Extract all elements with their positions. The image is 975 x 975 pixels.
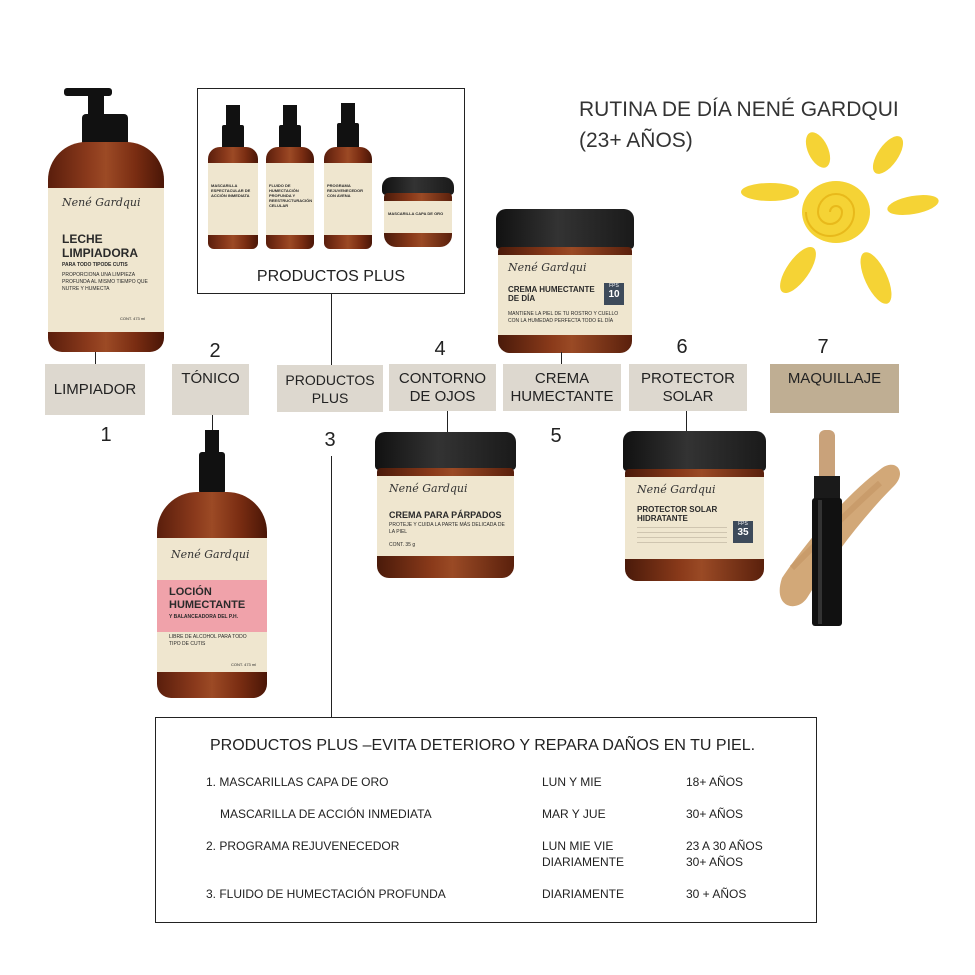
info-row-days: LUN Y MIE: [542, 775, 602, 789]
info-heading: PRODUCTOS PLUS –EVITA DETERIORO Y REPARA…: [210, 737, 756, 754]
parpados-cont: CONT. 35 g: [389, 542, 416, 548]
step-label-crema-humectante: CREMA HUMECTANTE: [503, 364, 621, 411]
sun-core: [802, 181, 870, 243]
solar-name-1: PROTECTOR SOLAR: [637, 505, 718, 514]
sun-ray: [887, 195, 939, 215]
plus-item-label: MASCARILLA CAPA DE ORO: [388, 211, 444, 216]
mascarilla-bottle: MASCARILLA ESPECTACULAR DE ACCIÓN INMEDI…: [208, 105, 258, 249]
connector-line: [331, 293, 332, 365]
parpados-name: CREMA PARA PÁRPADOS: [389, 510, 502, 520]
sun-ray: [805, 132, 831, 168]
info-row-name: 3. FLUIDO DE HUMECTACIÓN PROFUNDA: [206, 887, 446, 901]
sun-illustration: [741, 132, 939, 304]
info-row-age: 23 A 30 AÑOS: [686, 839, 763, 853]
info-row-age-2: 30+ AÑOS: [686, 855, 744, 869]
info-row-name: 2. PROGRAMA REJUVENECEDOR: [206, 839, 400, 853]
step-label-contorno-ojos: CONTORNO DE OJOS: [389, 364, 496, 411]
locion-sub: Y BALANCEADORA DEL P.H.: [169, 614, 238, 620]
plus-item-label: MASCARILLA ESPECTACULAR DE ACCIÓN INMEDI…: [211, 183, 251, 198]
productos-plus-box: MASCARILLA ESPECTACULAR DE ACCIÓN INMEDI…: [197, 88, 465, 294]
plus-item-label: FLUIDO DE HUMECTACIÓN PROFUNDA Y REESTRU…: [269, 183, 313, 208]
info-row-days: MAR Y JUE: [542, 807, 606, 821]
step-number-3: 3: [324, 429, 336, 451]
leche-desc: PROPORCIONA UNA LIMPIEZA PROFUNDA AL MIS…: [62, 272, 148, 292]
step-number-1: 1: [100, 424, 112, 446]
parpados-desc: PROTEJE Y CUIDA LA PARTE MÁS DELICADA DE…: [389, 522, 505, 535]
fps-badge: FPS 10: [604, 283, 624, 305]
step-label-tonico: TÓNICO: [172, 364, 249, 415]
step-number-7: 7: [817, 336, 829, 358]
brand-script: Nené Gardqui: [637, 483, 716, 496]
step-number-6: 6: [676, 336, 688, 358]
productos-plus-info-box: [155, 717, 817, 923]
title-line-1: RUTINA DE DÍA NENÉ GARDQUI: [579, 98, 899, 121]
step-number-5: 5: [550, 425, 562, 447]
leche-limpiadora-bottle: Nené Gardqui LECHE LIMPIADORA PARA TODO …: [48, 88, 164, 354]
step-label-productos-plus: PRODUCTOS PLUS: [277, 365, 383, 412]
connector-line: [212, 415, 213, 431]
brand-script: Nené Gardqui: [62, 196, 141, 209]
info-row-days: DIARIAMENTE: [542, 887, 625, 901]
sun-ray: [741, 183, 799, 201]
locion-humectante-bottle: Nené Gardqui LOCIÓN HUMECTANTE Y BALANCE…: [157, 430, 267, 700]
info-row-age: 18+ AÑOS: [686, 775, 744, 789]
locion-desc: LIBRE DE ALCOHOL PARA TODO TIPO DE CUTIS: [169, 634, 247, 647]
info-row-age: 30 + AÑOS: [686, 887, 747, 901]
brand-script: Nené Gardqui: [508, 261, 587, 274]
protector-solar-jar: Nené Gardqui PROTECTOR SOLAR HIDRATANTE …: [623, 431, 766, 581]
makeup-stick-image: [779, 430, 901, 626]
locion-cont: CONT. 473 ml: [231, 662, 257, 667]
programa-bottle: PROGRAMA REJUVENECEDOR CON AVENA: [324, 103, 372, 249]
brand-script: Nené Gardqui: [171, 548, 250, 561]
step-number-4: 4: [434, 338, 446, 360]
info-row-days-2: DIARIAMENTE: [542, 855, 625, 869]
leche-name-2: LIMPIADORA: [62, 246, 138, 260]
crema-dia-name: CREMA HUMECTANTE DE DÍA: [508, 285, 595, 303]
locion-name-1: LOCIÓN: [169, 586, 212, 598]
crema-dia-desc: MANTIENE LA PIEL DE TU ROSTRO Y CUELLO C…: [508, 311, 619, 324]
crema-parpados-jar: Nené Gardqui CREMA PARA PÁRPADOS PROTEJE…: [375, 432, 516, 580]
plus-box-label: PRODUCTOS PLUS: [256, 268, 406, 285]
info-row-days: LUN MIE VIE: [542, 839, 614, 853]
connector-line: [331, 456, 332, 718]
step-number-2: 2: [209, 340, 221, 362]
step-label-limpiador: LIMPIADOR: [45, 364, 145, 415]
leche-cont: CONT. 473 ml: [120, 316, 146, 321]
sun-ray: [780, 247, 816, 293]
fps-badge: FPS 35: [733, 521, 753, 543]
leche-sub: PARA TODO TIPODE CUTIS: [62, 262, 128, 268]
info-row-name: MASCARILLA DE ACCIÓN INMEDIATA: [220, 807, 432, 821]
brand-script: Nené Gardqui: [389, 482, 468, 495]
info-row-age: 30+ AÑOS: [686, 807, 744, 821]
leche-name-1: LECHE: [62, 232, 103, 246]
fluido-bottle: FLUIDO DE HUMECTACIÓN PROFUNDA Y REESTRU…: [266, 105, 314, 249]
crema-humectante-jar: Nené Gardqui CREMA HUMECTANTE DE DÍA FPS…: [496, 209, 634, 353]
info-row-name: 1. MASCARILLAS CAPA DE ORO: [206, 775, 389, 789]
title-line-2: (23+ AÑOS): [579, 129, 693, 152]
connector-line: [686, 411, 687, 433]
solar-name-2: HIDRATANTE: [637, 514, 688, 523]
page-title: RUTINA DE DÍA NENÉ GARDQUI (23+ AÑOS): [579, 94, 899, 156]
locion-name-2: HUMECTANTE: [169, 599, 246, 611]
sun-ray: [872, 136, 904, 174]
connector-line: [95, 352, 96, 364]
capa-de-oro-jar: MASCARILLA CAPA DE ORO: [382, 177, 454, 247]
step-label-maquillaje: MAQUILLAJE: [770, 364, 899, 413]
sun-ray: [860, 252, 892, 304]
step-label-protector-solar: PROTECTOR SOLAR: [629, 364, 747, 411]
connector-line: [561, 352, 562, 364]
connector-line: [447, 411, 448, 433]
plus-item-label: PROGRAMA REJUVENECEDOR CON AVENA: [327, 183, 364, 198]
